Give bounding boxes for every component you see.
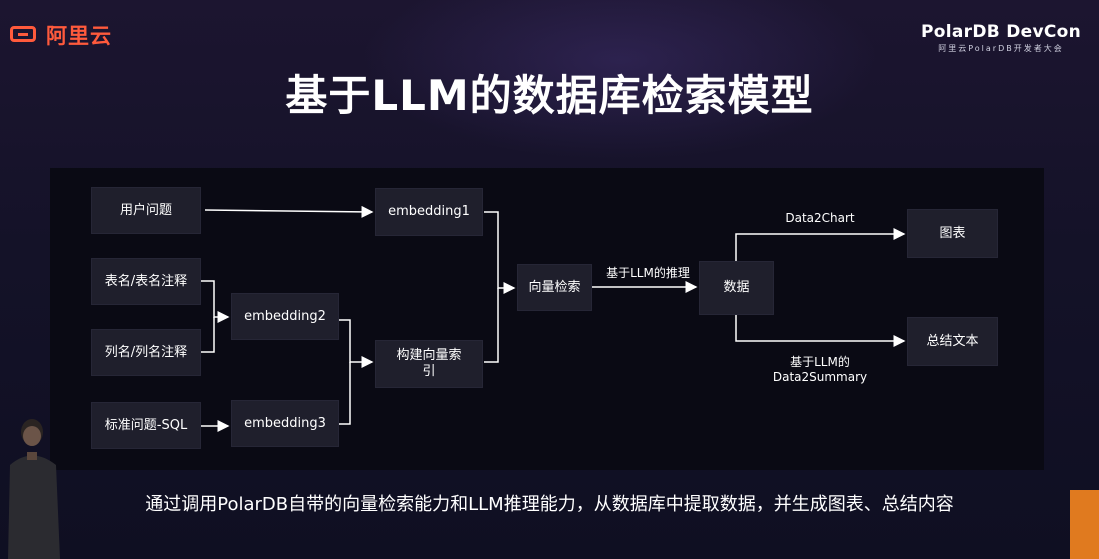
node-table-name: 表名/表名注释 (92, 259, 200, 304)
label-data2chart: Data2Chart (772, 211, 868, 225)
edge-embedding3-to-index (338, 362, 350, 424)
node-embedding2: embedding2 (232, 294, 338, 339)
edge-column-to-embedding2 (200, 317, 214, 352)
node-summary-text: 总结文本 (908, 318, 997, 365)
edge-index-to-search (484, 288, 498, 362)
edge-table-to-embedding2 (200, 281, 228, 317)
node-embedding1: embedding1 (376, 189, 482, 235)
edge-embedding1-to-search (484, 212, 514, 288)
node-column-name: 列名/列名注释 (92, 330, 200, 375)
edge-user-to-embedding1 (205, 210, 372, 212)
node-vector-search: 向量检索 (518, 265, 591, 310)
label-data2summary-line1: 基于LLM的 (772, 355, 868, 369)
node-embedding3: embedding3 (232, 401, 338, 446)
node-data: 数据 (700, 262, 773, 314)
node-chart: 图表 (908, 210, 997, 257)
slide-caption: 通过调用PolarDB自带的向量检索能力和LLM推理能力，从数据库中提取数据，并… (0, 490, 1099, 516)
edge-data-to-summary (736, 314, 904, 341)
node-standard-question-sql: 标准问题-SQL (92, 403, 200, 448)
label-data2summary-line2: Data2Summary (772, 370, 868, 384)
edge-embedding2-to-index (338, 320, 372, 362)
stage-screen-edge (1070, 490, 1099, 559)
speaker-image (0, 410, 70, 559)
edge-data-to-chart (736, 234, 904, 262)
label-llm-reasoning: 基于LLM的推理 (600, 266, 696, 280)
node-user-question: 用户问题 (92, 188, 200, 233)
node-build-vector-index: 构建向量索引 (376, 341, 482, 387)
